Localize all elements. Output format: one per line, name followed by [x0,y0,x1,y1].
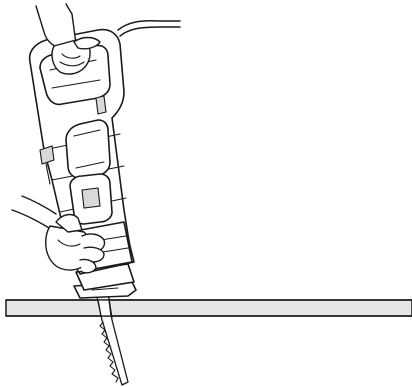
workpiece-board-icon [6,300,412,316]
blade-in-cut [98,300,111,316]
power-cord-icon [118,21,180,36]
